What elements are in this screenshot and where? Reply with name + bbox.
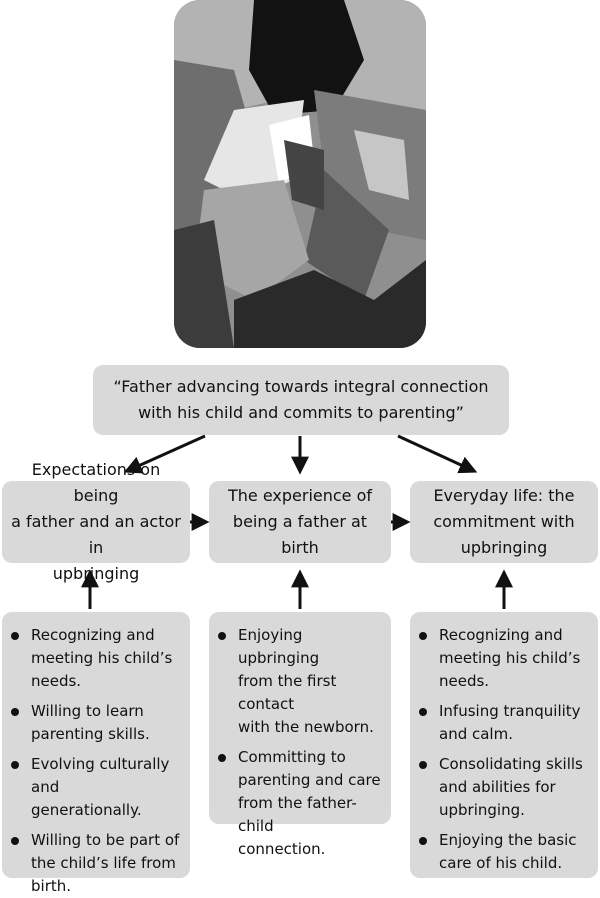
- stage-line: commitment with: [433, 512, 575, 531]
- bullet-dot-icon: [419, 761, 427, 769]
- bullet-dot-icon: [218, 632, 226, 640]
- central-theme-line-2: with his child and commits to parenting”: [138, 403, 464, 422]
- stage-line: a father and an actor in: [11, 512, 181, 557]
- bullet-dot-icon: [419, 708, 427, 716]
- bullet-dot-icon: [218, 754, 226, 762]
- bullet-dot-icon: [11, 761, 19, 769]
- bullet-dot-icon: [11, 632, 19, 640]
- stage-line: The experience of: [227, 486, 373, 505]
- stage-line: upbringing: [460, 538, 548, 557]
- bullet-dot-icon: [11, 708, 19, 716]
- arrow-top-to-everyday: [397, 434, 478, 474]
- stage-box-birth-experience: The experience of being a father at birt…: [209, 481, 391, 563]
- central-theme-box: “Father advancing towards integral conne…: [93, 365, 509, 435]
- stage-line: birth: [281, 538, 319, 557]
- bullet-dot-icon: [419, 837, 427, 845]
- stage-box-everyday-life: Everyday life: the commitment with upbri…: [410, 481, 598, 563]
- stage-line: Everyday life: the: [433, 486, 575, 505]
- bullet-dot-icon: [419, 632, 427, 640]
- stage-box-expectations: Expectations on being a father and an ac…: [2, 460, 190, 583]
- bullet-dot-icon: [11, 837, 19, 845]
- stage-line: Expectations on being: [31, 460, 161, 505]
- central-theme-line-1: “Father advancing towards integral conne…: [113, 377, 489, 396]
- stage-line: upbringing: [52, 564, 140, 583]
- stage-line: being a father at: [232, 512, 368, 531]
- father-newborn-photo: [174, 0, 426, 348]
- photo-image: [174, 0, 426, 348]
